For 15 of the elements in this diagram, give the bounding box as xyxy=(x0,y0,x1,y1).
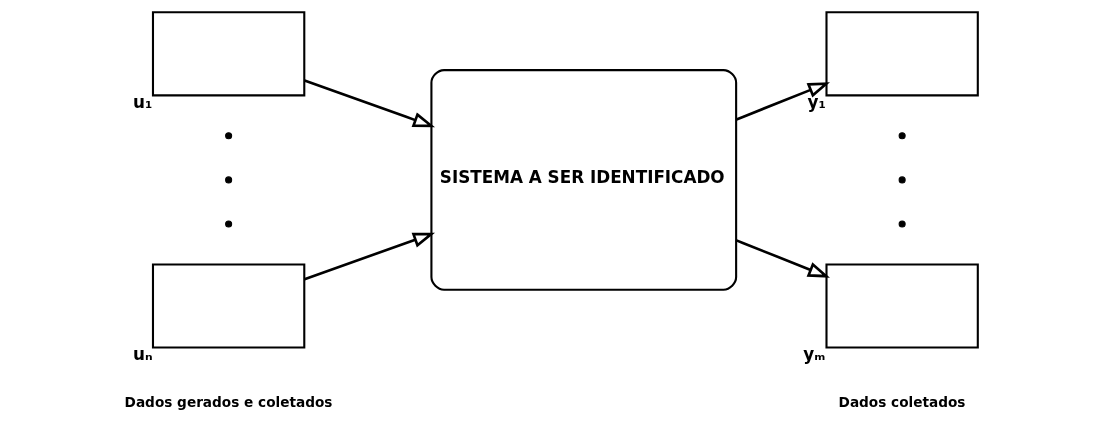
node-label: yₘ xyxy=(802,343,825,364)
arrow xyxy=(735,239,830,278)
label: Dados coletados xyxy=(838,394,965,411)
arrow xyxy=(303,232,435,281)
node-box xyxy=(151,11,305,97)
node-label: y₁ xyxy=(807,91,826,112)
node-box: SISTEMA A SER IDENTIFICADO xyxy=(429,69,737,291)
arrow xyxy=(303,79,435,128)
node-box xyxy=(824,11,979,97)
node-box xyxy=(824,263,979,349)
label: Dados gerados e coletados xyxy=(124,394,332,411)
node-label: u₁ xyxy=(132,91,152,112)
arrow xyxy=(735,82,830,121)
node-label: uₙ xyxy=(132,343,153,364)
node-box xyxy=(151,263,305,349)
